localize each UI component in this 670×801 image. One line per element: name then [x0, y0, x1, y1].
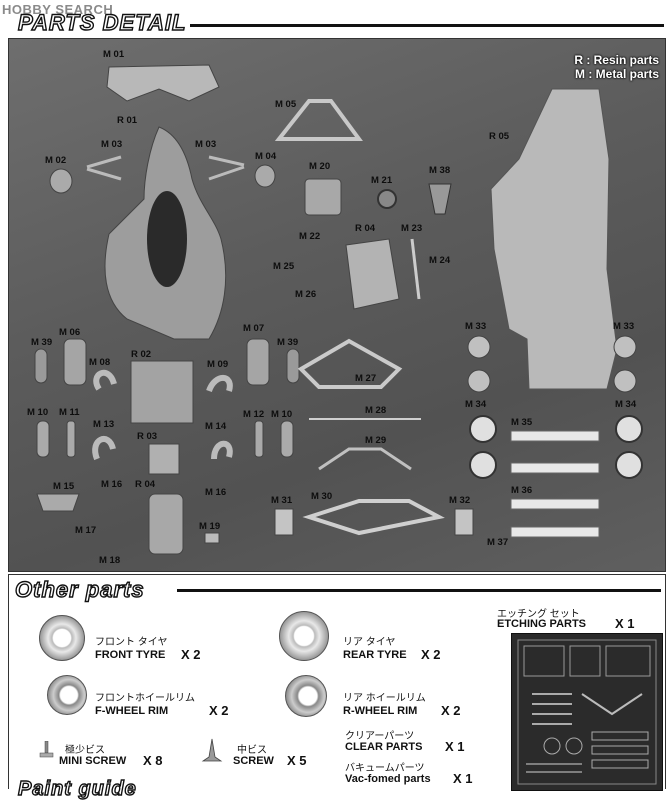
part-label: M 04	[255, 151, 277, 162]
rear-rim-en: R-WHEEL RIM	[343, 705, 418, 717]
screw-en: SCREW	[233, 755, 274, 767]
front-tyre-en: FRONT TYRE	[95, 649, 166, 661]
front-tyre-jp: フロント タイヤ	[95, 637, 168, 648]
part-label: M 36	[511, 485, 533, 496]
etching-sheet-image	[511, 633, 663, 791]
part-label: M 34	[615, 399, 637, 410]
rear-rim-jp: リア ホイールリム	[343, 693, 426, 704]
part-label: M 24	[429, 255, 451, 266]
vac-parts-qty: X 1	[453, 771, 473, 786]
part-label: R 05	[489, 131, 510, 142]
part-label: M 20	[309, 161, 331, 172]
watermark: HOBBY SEARCH	[2, 2, 114, 17]
screw-qty: X 5	[287, 753, 307, 768]
part-label: M 10	[271, 409, 293, 420]
part-label: M 01	[103, 49, 125, 60]
part-label: M 39	[31, 337, 53, 348]
part-label: M 39	[277, 337, 299, 348]
front-tyre-icon	[39, 615, 85, 661]
rear-rim-qty: X 2	[441, 703, 461, 718]
part-label: M 02	[45, 155, 67, 166]
part-label: M 16	[205, 487, 227, 498]
part-label: M 19	[199, 521, 221, 532]
etching-parts-en: ETCHING PARTS	[497, 618, 587, 630]
part-label: M 15	[53, 481, 75, 492]
part-label: M 16	[101, 479, 123, 490]
part-label: R 01	[117, 115, 138, 126]
part-label: M 14	[205, 421, 227, 432]
screw-icon	[201, 738, 223, 762]
screw-jp: 中ビス	[237, 745, 267, 756]
front-tyre-qty: X 2	[181, 647, 201, 662]
part-label: M 08	[89, 357, 111, 368]
paint-guide-title: Paint guide	[17, 777, 137, 800]
part-label: M 29	[365, 435, 387, 446]
part-label: M 09	[207, 359, 229, 370]
part-label: R 04	[135, 479, 156, 490]
part-label: M 13	[93, 419, 115, 430]
part-label: R 03	[137, 431, 158, 442]
front-rim-icon	[47, 675, 87, 715]
part-label: M 05	[275, 99, 297, 110]
front-rim-jp: フロントホイールリム	[95, 693, 195, 704]
part-label: M 11	[59, 407, 80, 418]
parts-detail-title: PARTS DETAIL	[17, 9, 187, 35]
part-label: M 06	[59, 327, 81, 338]
parts-legend: R : Resin parts M : Metal parts	[574, 53, 659, 81]
other-parts-section: Other parts フロント タイヤ FRONT TYRE X 2 リア タ…	[8, 574, 666, 791]
part-label: M 37	[487, 537, 509, 548]
part-label: M 38	[429, 165, 451, 176]
mini-screw-qty: X 8	[143, 753, 163, 768]
part-label: M 03	[101, 139, 123, 150]
clear-parts-en: CLEAR PARTS	[345, 741, 423, 753]
rear-tyre-jp: リア タイヤ	[343, 637, 396, 648]
title-rule	[190, 24, 664, 27]
part-label: M 33	[613, 321, 635, 332]
vac-parts-jp: バキュームパーツ	[345, 763, 425, 774]
part-label: M 12	[243, 409, 265, 420]
part-label: M 23	[401, 223, 423, 234]
part-label: M 30	[311, 491, 333, 502]
rear-tyre-qty: X 2	[421, 647, 441, 662]
part-label: R 04	[355, 223, 376, 234]
clear-parts-qty: X 1	[445, 739, 465, 754]
other-parts-title: Other parts	[14, 576, 145, 602]
mini-screw-icon	[39, 741, 54, 758]
part-label: M 27	[355, 373, 377, 384]
part-label: M 10	[27, 407, 49, 418]
mini-screw-jp: 極少ビス	[65, 745, 105, 756]
rear-rim-icon	[285, 675, 327, 717]
rear-tyre-en: REAR TYRE	[343, 649, 407, 661]
front-rim-en: F-WHEEL RIM	[95, 705, 169, 717]
parts-illustration	[34, 64, 643, 555]
clear-parts-jp: クリアーパーツ	[345, 731, 415, 742]
vac-parts-en: Vac-fomed parts	[345, 773, 431, 785]
part-label: M 32	[449, 495, 471, 506]
mini-screw-en: MINI SCREW	[59, 755, 127, 767]
etching-parts-qty: X 1	[615, 616, 635, 631]
etching-sheet-detail	[517, 639, 657, 785]
rear-tyre-icon	[279, 611, 329, 661]
part-label: M 17	[75, 525, 97, 536]
part-label: M 25	[273, 261, 295, 272]
part-label: M 34	[465, 399, 487, 410]
other-parts-rule	[177, 589, 661, 592]
part-label: M 35	[511, 417, 533, 428]
part-label: M 03	[195, 139, 217, 150]
part-label: M 07	[243, 323, 265, 334]
etching-parts-jp: エッチング セット	[497, 609, 580, 620]
part-label: R 02	[131, 349, 152, 360]
part-label: M 33	[465, 321, 487, 332]
part-label: M 31	[271, 495, 293, 506]
part-label: M 26	[295, 289, 317, 300]
parts-photo: R : Resin parts M : Metal parts M 01 R 0…	[8, 38, 666, 572]
part-label: M 22	[299, 231, 321, 242]
front-rim-qty: X 2	[209, 703, 229, 718]
part-label: M 18	[99, 555, 121, 566]
part-label: M 28	[365, 405, 387, 416]
part-label: M 21	[371, 175, 393, 186]
